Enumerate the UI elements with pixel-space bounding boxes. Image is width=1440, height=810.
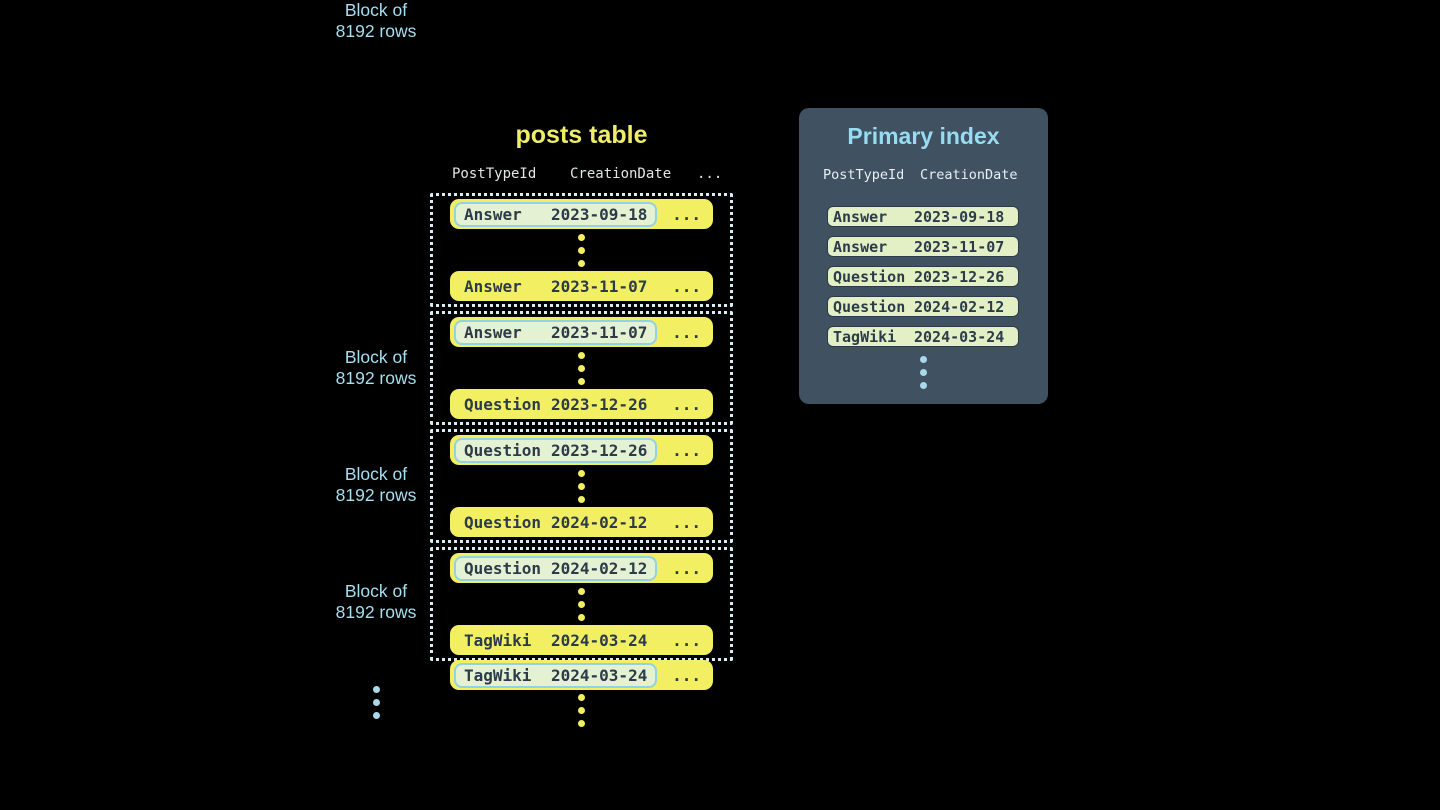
cell-creationdate: 2024-02-12 xyxy=(551,512,648,532)
cell-creationdate: 2023-12-26 xyxy=(551,394,648,414)
index-key-highlight: Question 2024-02-12 xyxy=(454,555,658,581)
block-label-3: Block of 8192 rows xyxy=(300,464,452,506)
block-label-line1: Block of xyxy=(344,581,408,601)
block-label-4: Block of 8192 rows xyxy=(300,581,452,623)
column-header-creationdate: CreationDate xyxy=(920,167,1018,183)
vertical-ellipsis-icon xyxy=(578,587,585,621)
column-header-creationdate: CreationDate xyxy=(570,166,672,182)
cell-creationdate: 2023-09-18 xyxy=(551,204,648,224)
primary-index-panel: Primary index PostTypeId CreationDate An… xyxy=(799,108,1048,404)
row-cells: Question 2024-02-12 xyxy=(454,510,657,535)
block-label-line2: 8192 rows xyxy=(335,368,417,388)
index-entry: Answer 2023-09-18 xyxy=(827,206,1019,227)
primary-index-rows: Answer 2023-09-18 Answer 2023-11-07 Ques… xyxy=(827,206,1019,347)
more-blocks-ellipsis-icon xyxy=(300,686,452,719)
table-row: Answer 2023-09-18 ... xyxy=(450,199,713,229)
primary-index-title: Primary index xyxy=(847,123,1000,149)
table-row: Question 2023-12-26 ... xyxy=(450,435,713,465)
table-row: Question 2024-02-12 ... xyxy=(450,507,713,537)
cell-more-columns: ... xyxy=(672,630,701,650)
posts-table-title: posts table xyxy=(515,121,648,149)
posts-table-blocks: Answer 2023-09-18 ... Answer 2023-11-07 … xyxy=(430,193,733,665)
vertical-ellipsis-icon xyxy=(578,233,585,267)
table-row: Question 2024-02-12 ... xyxy=(450,553,713,583)
row-cells: Answer 2023-11-07 xyxy=(454,274,657,299)
index-key-highlight: Question 2023-12-26 xyxy=(454,437,658,463)
index-key-highlight: Answer 2023-09-18 xyxy=(454,201,658,227)
row-cells: Question 2023-12-26 xyxy=(454,392,657,417)
table-row: Answer 2023-11-07 ... xyxy=(450,271,713,301)
vertical-ellipsis-icon xyxy=(578,351,585,385)
index-entry: TagWiki 2024-03-24 xyxy=(827,326,1019,347)
table-block-4: Question 2024-02-12 ... TagWiki 2024-03-… xyxy=(430,547,733,661)
cell-posttypeid: Answer xyxy=(464,322,522,342)
table-row-next-block: TagWiki 2024-03-24 ... xyxy=(450,660,713,690)
cell-posttypeid: TagWiki xyxy=(464,630,532,650)
column-header-posttypeid: PostTypeId xyxy=(823,167,905,183)
cell-posttypeid: Question xyxy=(833,297,906,316)
cell-posttypeid: Question xyxy=(464,440,542,460)
more-index-entries-ellipsis-icon xyxy=(827,356,1019,389)
cell-creationdate: 2024-03-24 xyxy=(551,630,648,650)
row-cells: TagWiki 2024-03-24 xyxy=(454,628,657,653)
block-label-line1: Block of xyxy=(344,0,408,20)
table-row: TagWiki 2024-03-24 ... xyxy=(450,625,713,655)
index-key-highlight: Answer 2023-11-07 xyxy=(454,319,658,345)
cell-creationdate: 2024-03-24 xyxy=(551,665,648,685)
block-label-1: Block of 8192 rows xyxy=(300,0,452,42)
cell-more-columns: ... xyxy=(672,204,701,224)
cell-more-columns: ... xyxy=(672,558,701,578)
cell-posttypeid: Answer xyxy=(464,204,522,224)
index-key-highlight: TagWiki 2024-03-24 xyxy=(454,662,658,688)
cell-more-columns: ... xyxy=(672,512,701,532)
block-label-line2: 8192 rows xyxy=(335,602,417,622)
vertical-ellipsis-icon xyxy=(578,469,585,503)
cell-creationdate: 2023-11-07 xyxy=(551,276,648,296)
more-rows-ellipsis-icon xyxy=(430,694,733,727)
table-row: Question 2023-12-26 ... xyxy=(450,389,713,419)
table-block-3: Question 2023-12-26 ... Question 2024-02… xyxy=(430,429,733,543)
cell-more-columns: ... xyxy=(672,322,701,342)
cell-creationdate: 2023-09-18 xyxy=(914,207,1005,226)
cell-creationdate: 2023-11-07 xyxy=(914,237,1005,256)
cell-posttypeid: Question xyxy=(464,558,542,578)
cell-creationdate: 2023-12-26 xyxy=(914,267,1005,286)
posts-table-column-headers: PostTypeId CreationDate ... xyxy=(452,166,722,182)
block-label-2: Block of 8192 rows xyxy=(300,347,452,389)
index-entry: Question 2024-02-12 xyxy=(827,296,1019,317)
cell-more-columns: ... xyxy=(672,440,701,460)
cell-posttypeid: Answer xyxy=(833,207,888,226)
primary-index-column-headers: PostTypeId CreationDate xyxy=(823,167,1048,183)
cell-posttypeid: Question xyxy=(833,267,906,286)
index-entry: Question 2023-12-26 xyxy=(827,266,1019,287)
block-label-line1: Block of xyxy=(344,464,408,484)
cell-creationdate: 2024-03-24 xyxy=(914,327,1005,346)
cell-posttypeid: TagWiki xyxy=(464,665,532,685)
block-label-line2: 8192 rows xyxy=(335,21,417,41)
block-label-line2: 8192 rows xyxy=(335,485,417,505)
cell-more-columns: ... xyxy=(672,276,701,296)
cell-posttypeid: TagWiki xyxy=(833,327,897,346)
cell-more-columns: ... xyxy=(672,665,701,685)
column-header-posttypeid: PostTypeId xyxy=(452,166,537,182)
cell-more-columns: ... xyxy=(672,394,701,414)
table-block-2: Answer 2023-11-07 ... Question 2023-12-2… xyxy=(430,311,733,425)
index-entry: Answer 2023-11-07 xyxy=(827,236,1019,257)
cell-creationdate: 2024-02-12 xyxy=(551,558,648,578)
cell-creationdate: 2023-12-26 xyxy=(551,440,648,460)
cell-creationdate: 2024-02-12 xyxy=(914,297,1005,316)
cell-posttypeid: Question xyxy=(464,512,542,532)
table-row: Answer 2023-11-07 ... xyxy=(450,317,713,347)
cell-creationdate: 2023-11-07 xyxy=(551,322,648,342)
cell-posttypeid: Answer xyxy=(833,237,888,256)
column-header-more: ... xyxy=(697,166,723,182)
table-block-1: Answer 2023-09-18 ... Answer 2023-11-07 … xyxy=(430,193,733,307)
cell-posttypeid: Question xyxy=(464,394,542,414)
block-label-line1: Block of xyxy=(344,347,408,367)
cell-posttypeid: Answer xyxy=(464,276,522,296)
